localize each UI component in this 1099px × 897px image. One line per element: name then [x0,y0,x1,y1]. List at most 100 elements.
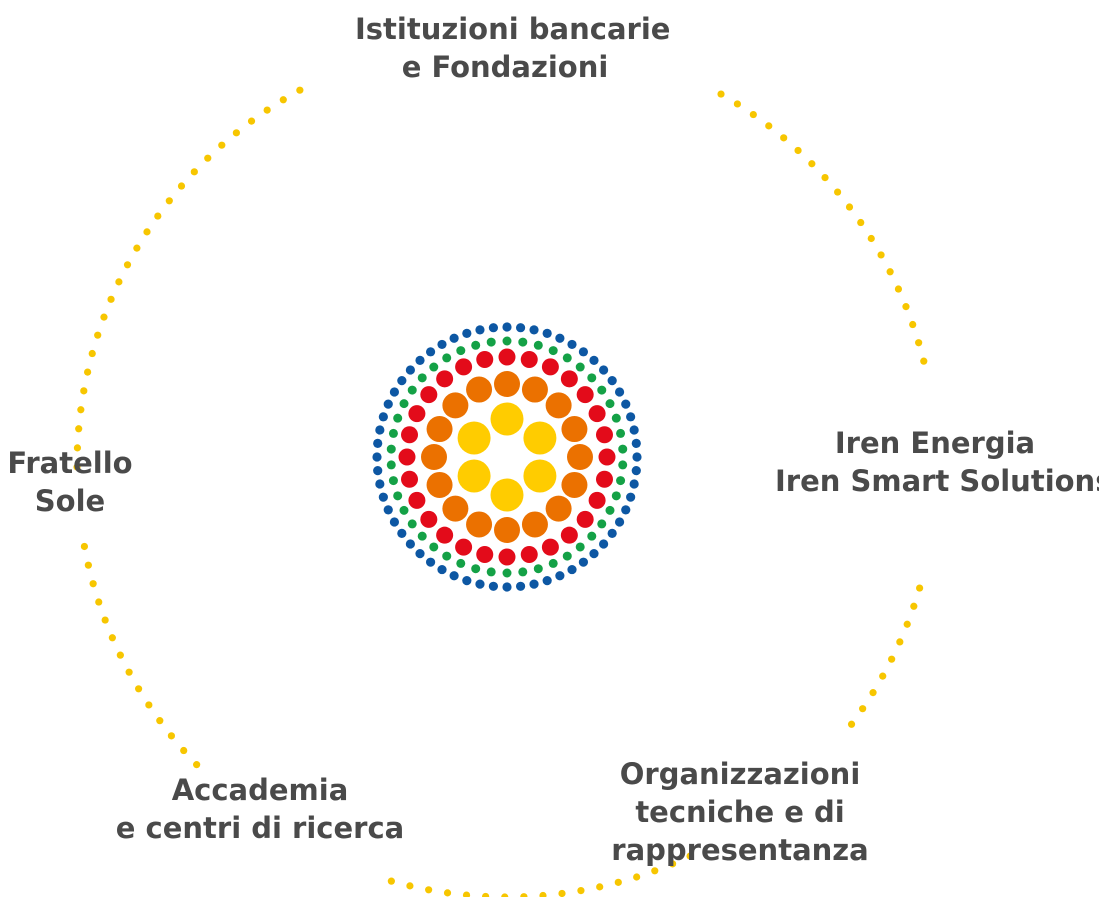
sun-ring-5-dot [397,528,407,539]
sun-ring-3-dot [598,448,616,466]
sun-ring-5-dot [529,579,539,589]
sun-ring-5-dot [578,347,589,357]
sun-ring-5-dot [425,347,436,357]
outer-ring-dot [896,638,904,646]
outer-ring-dot [558,889,566,897]
sun-ring-2-dot [466,376,493,403]
sun-ring-5-dot [373,465,383,476]
sun-ring-2-dot [442,392,469,419]
outer-ring-dot [845,203,854,211]
sun-ring-4-dot [407,385,417,395]
outer-ring-dot [73,463,81,471]
sun-ring-5-dot [555,571,565,581]
sun-ring-4-dot [399,399,409,409]
outer-ring-dot [916,584,924,592]
outer-ring-dot [77,406,85,414]
sun-ring-4-dot [575,542,585,552]
sun-ring-5-dot [405,365,415,375]
sun-ring-2-dot [426,416,453,443]
sun-ring-5-dot [437,564,447,575]
label-line: rappresentanza [611,833,869,867]
sun-ring-4-dot [486,567,496,577]
sun-ring-3-dot [595,426,613,444]
sun-ring-4-dot [548,558,558,568]
outer-ring-dot [501,893,509,897]
sun-ring-5-dot [578,557,589,567]
sun-ring-1-dot [523,421,557,455]
outer-ring-dot [145,701,153,709]
sun-ring-3-dot [541,358,559,376]
outer-ring-dot [94,331,102,339]
sun-ring-1-dot [457,421,491,455]
outer-ring-dot [116,651,124,659]
sun-ring-4-dot [587,373,597,383]
outer-ring-dot [847,720,856,728]
outer-ring-dot [101,616,109,624]
outer-ring-dot [633,873,641,881]
sun-ring-3-dot [476,351,494,369]
outer-ring-dot [920,357,928,365]
sun-ring-5-dot [462,576,472,586]
outer-ring-dot [794,146,802,155]
sun-ring-5-dot [626,412,636,422]
sun-ring-3-dot [588,405,606,423]
sun-ring-2-dot [421,444,447,470]
sun-ring-3-dot [576,510,594,528]
sun-ring-4-dot [502,568,512,578]
sun-ring-4-dot [605,399,615,409]
outer-ring-dot [80,387,88,395]
sun-ring-2-dot [561,416,588,443]
sun-ring-4-dot [442,353,452,363]
sun-ring-5-dot [383,399,393,409]
sun-ring-3-dot [436,526,454,544]
sun-ring-4-dot [616,476,626,486]
sun-ring-5-dot [449,571,459,581]
outer-ring-dot [247,117,256,125]
sun-ring-1-dot [490,478,524,512]
sun-ring-4-dot [562,353,572,363]
sun-ring-4-dot [456,558,466,568]
label-fratello-sole: Fratello Sole [0,444,140,520]
label-line: Fratello [7,446,133,480]
sun-ring-5-dot [425,557,436,567]
sun-ring-3-dot [498,548,516,566]
outer-ring-dot [859,705,867,713]
sun-ring-4-dot [388,476,398,486]
sun-ring-3-dot [420,510,438,528]
outer-ring-dot [135,685,143,693]
label-line: tecniche e di [635,795,845,829]
outer-ring-dot [180,746,188,755]
label-accademia: Accademia e centri di ricerca [110,771,410,847]
sun-ring-3-dot [408,491,426,509]
sun-ring-3-dot [398,448,416,466]
sun-ring-2-dot [466,511,493,538]
outer-ring-dot [596,883,604,891]
outer-ring-dot [614,878,622,886]
outer-ring-dot [869,689,877,697]
sun-ring-5-dot [629,479,639,489]
sun-ring-4-dot [417,373,427,383]
label-organizzazioni: Organizzazioni tecniche e di rappresenta… [600,755,880,869]
outer-ring-dot [894,285,903,293]
sun-ring-3-dot [476,545,494,563]
sun-ring-3-dot [520,351,538,369]
sun-ring-2-dot [521,511,548,538]
sun-ring-4-dot [562,551,572,561]
outer-ring-dot [73,444,82,452]
outer-ring-dot [84,368,92,376]
outer-ring-dot [95,598,103,606]
outer-ring-dot [886,268,894,276]
sun-ring-3-dot [560,370,578,388]
sun-ring-4-dot [456,346,466,356]
sun-ring-4-dot [502,336,512,346]
sun-ring-3-dot [576,386,594,404]
sun-ring-3-dot [401,426,419,444]
sun-ring-5-dot [415,549,425,559]
sun-ring-5-dot [599,539,609,549]
sun-ring-4-dot [518,567,528,577]
outer-ring-dot [425,886,433,894]
outer-ring-dot [84,561,92,569]
outer-ring-dot [686,852,694,860]
sun-ring-2-dot [494,371,520,397]
sun-ring-4-dot [429,362,439,372]
